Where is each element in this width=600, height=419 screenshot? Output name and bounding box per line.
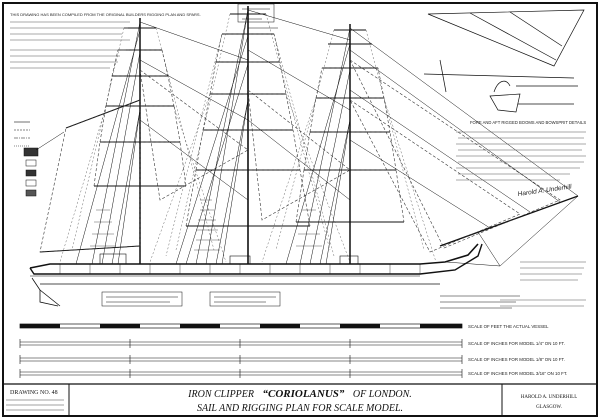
scale-bar-model-3: SCALE OF INCHES FOR MODEL 3/16" ON 10 FT…	[19, 369, 567, 378]
ratlines	[90, 199, 322, 251]
masts	[39, 6, 579, 264]
scale-label-model-3: SCALE OF INCHES FOR MODEL 3/16" ON 10 FT…	[468, 371, 567, 376]
title-line-1: IRON CLIPPER “CORIOLANUS” OF LONDON.	[187, 388, 412, 400]
hull	[29, 243, 483, 307]
detail-triangle-sail	[427, 9, 585, 67]
drawing-number-box	[2, 383, 70, 417]
maker-city: GLASGOW.	[536, 405, 562, 410]
notes-block-top-left: THIS DRAWING HAS BEEN COMPILED FROM THE …	[10, 12, 201, 147]
scale-label-model-2: SCALE OF INCHES FOR MODEL 1/8" ON 10 FT.	[468, 357, 565, 362]
signal-flags	[23, 131, 65, 197]
detail-gaff-sketch	[423, 59, 578, 113]
spar-tables	[101, 291, 520, 309]
maker-box	[501, 383, 598, 417]
top-left-note: THIS DRAWING HAS BEEN COMPILED FROM THE …	[10, 12, 201, 17]
scale-bar-actual: SCALE OF FEET THE ACTUAL VESSEL	[19, 323, 549, 329]
head-detail-note: FORE AND AFT RIGGED BOOMS AND BOWSPRIT D…	[456, 120, 586, 181]
title-block: DRAWING NO. 48 IRON CLIPPER “CORIOLANUS”…	[2, 383, 598, 417]
key-block-top	[237, 3, 278, 29]
title-part-a: IRON CLIPPER	[187, 389, 254, 400]
standing-rigging	[75, 9, 579, 267]
scale-bars: SCALE OF FEET THE ACTUAL VESSEL SCALE OF…	[19, 323, 567, 378]
scale-bar-model-1: SCALE OF INCHES FOR MODEL 1/4" ON 10 FT.	[19, 339, 565, 348]
lower-right-notes	[500, 261, 586, 307]
sail-outlines	[39, 33, 561, 253]
title-line-2: SAIL AND RIGGING PLAN FOR SCALE MODEL.	[197, 403, 403, 414]
drawing-number: DRAWING NO. 48	[10, 390, 58, 396]
title-part-b: OF LONDON.	[353, 389, 412, 400]
scale-label-actual: SCALE OF FEET THE ACTUAL VESSEL	[468, 324, 549, 329]
scale-label-model-1: SCALE OF INCHES FOR MODEL 1/4" ON 10 FT.	[468, 341, 565, 346]
head-detail-note-text: FORE AND AFT RIGGED BOOMS AND BOWSPRIT D…	[470, 120, 586, 125]
running-rigging	[59, 13, 437, 263]
vessel-name: “CORIOLANUS”	[263, 388, 345, 400]
maker-name: HAROLD A. UNDERHILL	[521, 395, 578, 400]
signature: Harold A. Underhill	[517, 183, 572, 198]
scale-bar-model-2: SCALE OF INCHES FOR MODEL 1/8" ON 10 FT.	[19, 355, 565, 364]
